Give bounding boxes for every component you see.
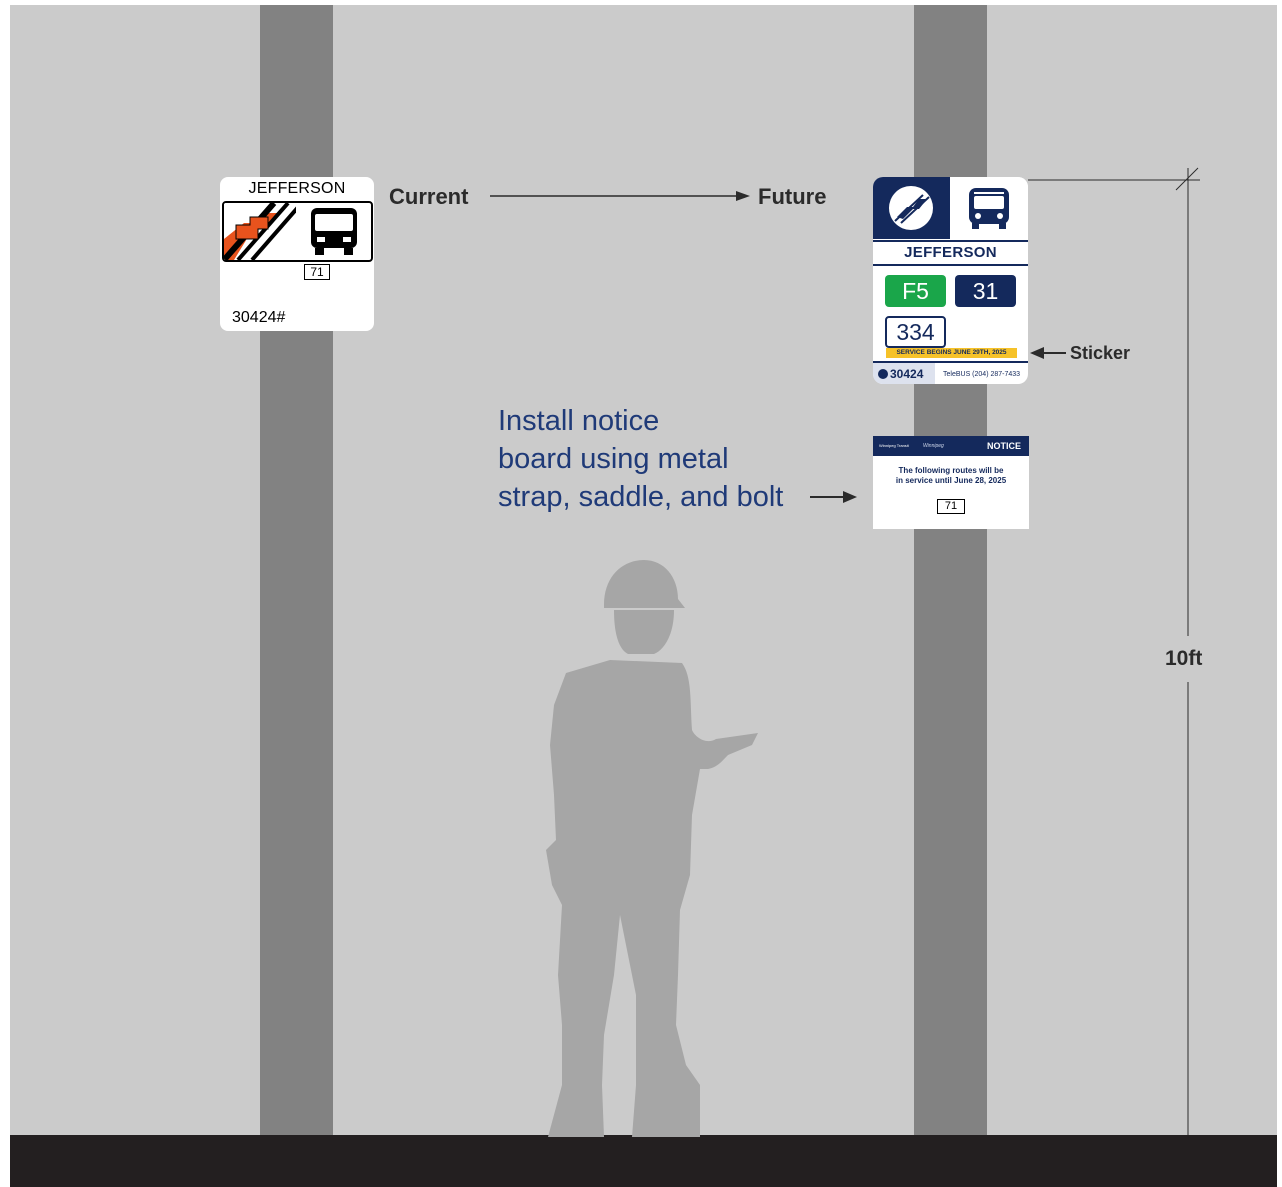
future-stop-name: JEFFERSON bbox=[873, 240, 1028, 266]
install-line-3: strap, saddle, and bolt bbox=[498, 481, 784, 513]
notice-body-line-1: The following routes will be bbox=[898, 466, 1004, 475]
install-instruction: Install notice board using metal strap, … bbox=[498, 402, 783, 516]
telebus-number: TeleBUS (204) 287-7433 bbox=[943, 371, 1021, 378]
notice-body-line-2: in service until June 28, 2025 bbox=[895, 476, 1007, 485]
route-badge-31: 31 bbox=[955, 275, 1016, 307]
current-route-number: 71 bbox=[304, 264, 330, 280]
sticker-label: Sticker bbox=[1070, 343, 1131, 363]
future-label: Future bbox=[758, 184, 827, 209]
transit-logo-icon bbox=[889, 186, 933, 230]
current-stop-name: JEFFERSON bbox=[248, 180, 346, 197]
sticker-arrowhead bbox=[1030, 347, 1044, 359]
current-label: Current bbox=[389, 184, 469, 209]
install-arrowhead bbox=[843, 491, 857, 503]
height-label: 10ft bbox=[1165, 647, 1203, 670]
notice-board: Winnipeg Transit Winnipeg NOTICE The fol… bbox=[873, 436, 1029, 529]
height-tick bbox=[1175, 167, 1199, 191]
city-logo-text: Winnipeg bbox=[923, 443, 944, 449]
current-to-future-arrowhead bbox=[736, 191, 750, 201]
transit-logo-text: Winnipeg Transit bbox=[879, 443, 909, 448]
notice-title: NOTICE bbox=[986, 441, 1021, 451]
install-line-2: board using metal bbox=[498, 443, 729, 475]
bus-icon bbox=[969, 188, 1009, 229]
future-sign-footer: 30424 TeleBUS (204) 287-7433 bbox=[873, 361, 1028, 384]
worker-silhouette bbox=[546, 560, 758, 1137]
install-line-1: Install notice bbox=[498, 405, 660, 437]
notice-body: The following routes will be in service … bbox=[873, 466, 1029, 486]
current-stop-number: 30424# bbox=[232, 309, 286, 326]
transit-logo-panel bbox=[873, 177, 950, 239]
service-sticker: SERVICE BEGINS JUNE 29TH, 2025 bbox=[886, 348, 1017, 358]
ground bbox=[10, 1135, 1277, 1187]
notice-route-number: 71 bbox=[937, 499, 965, 514]
notice-header: Winnipeg Transit Winnipeg NOTICE bbox=[873, 436, 1029, 456]
bus-icon bbox=[311, 208, 357, 255]
future-stop-number: 30424 bbox=[890, 367, 924, 381]
route-badge-334: 334 bbox=[885, 316, 946, 348]
bus-panel bbox=[950, 177, 1028, 239]
future-stop-number-panel: 30424 bbox=[873, 363, 935, 384]
transit-logo-icon bbox=[224, 203, 296, 260]
route-badge-f5: F5 bbox=[885, 275, 946, 307]
stop-icon bbox=[878, 369, 888, 379]
future-stop-sign: JEFFERSON F5 31 334 SERVICE BEGINS JUNE … bbox=[873, 177, 1028, 384]
current-stop-sign: JEFFERSON 71 30424# bbox=[220, 177, 374, 331]
current-sign-panel bbox=[222, 201, 373, 262]
